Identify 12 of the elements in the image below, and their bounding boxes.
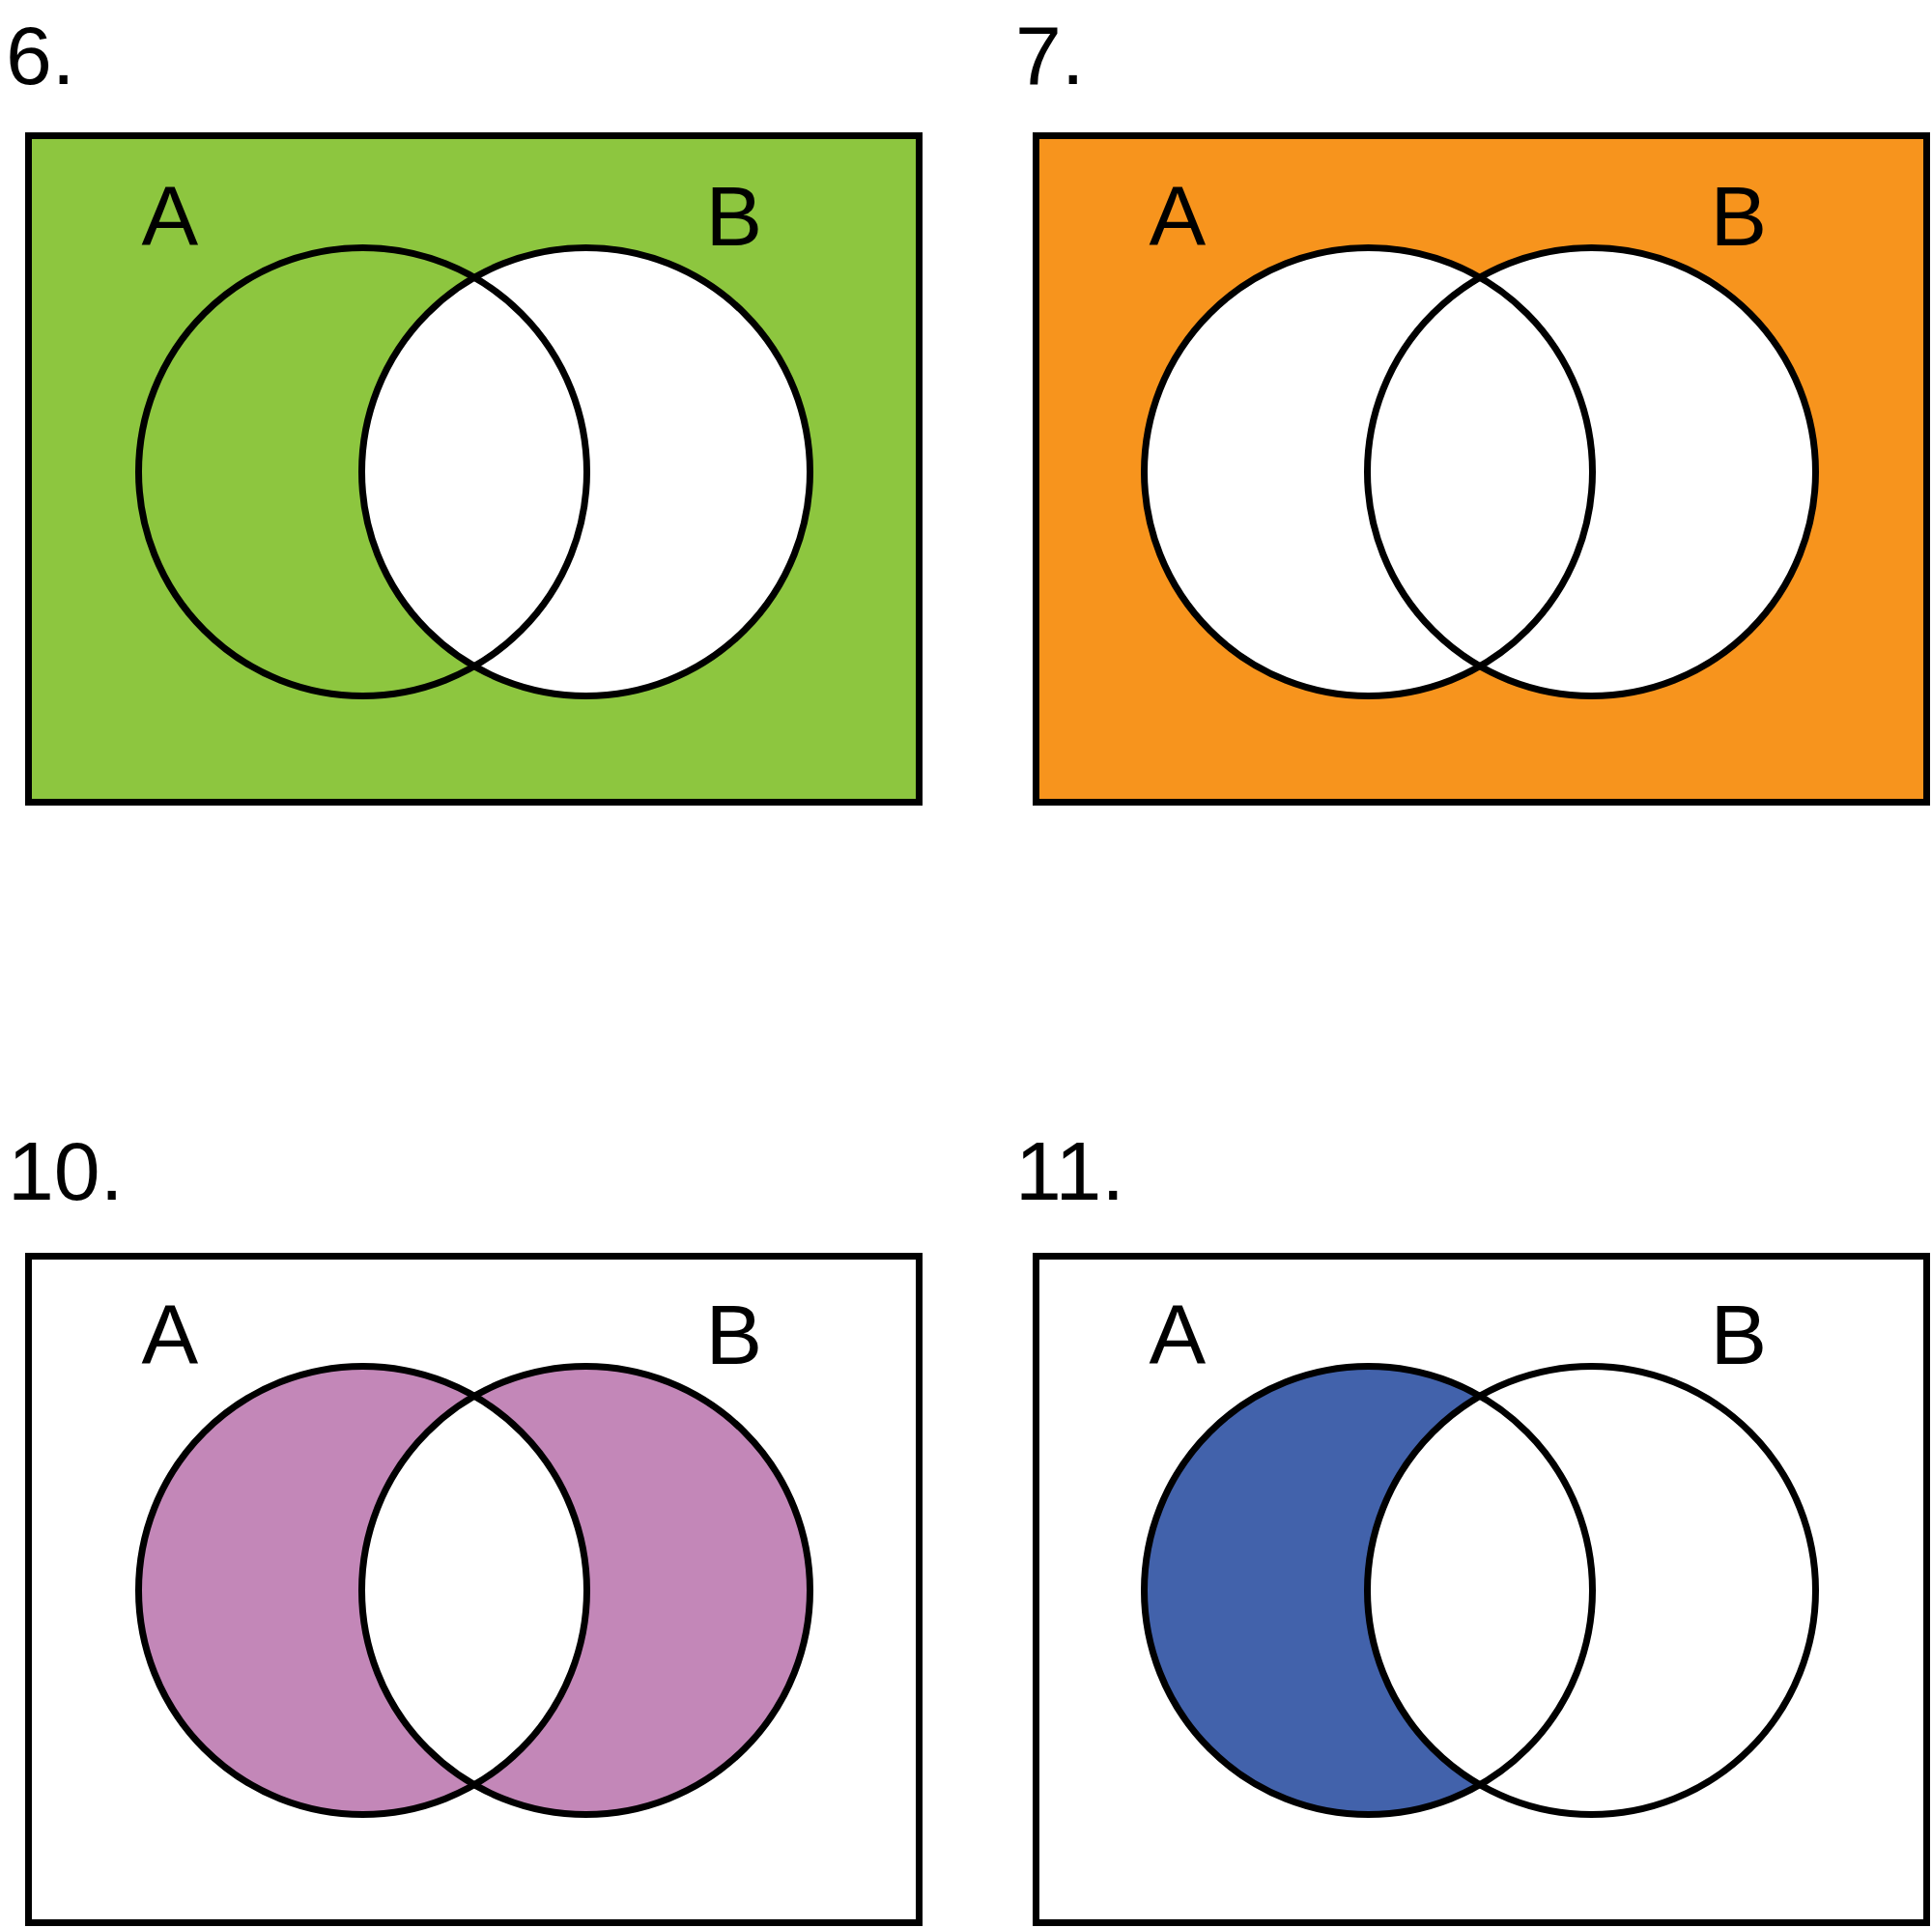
set-label: B — [1710, 1291, 1768, 1377]
problem-number: 10. — [8, 1129, 124, 1212]
set-label: A — [141, 1291, 199, 1377]
set-label: A — [1149, 173, 1207, 259]
problem-number: 11. — [1015, 1129, 1125, 1212]
set-label: A — [1149, 1291, 1207, 1377]
set-label: A — [141, 173, 199, 259]
set-label: B — [705, 1291, 763, 1377]
problem-number: 6. — [6, 14, 75, 97]
problem-number: 7. — [1015, 14, 1085, 97]
set-label: B — [705, 173, 763, 259]
set-label: B — [1710, 173, 1768, 259]
